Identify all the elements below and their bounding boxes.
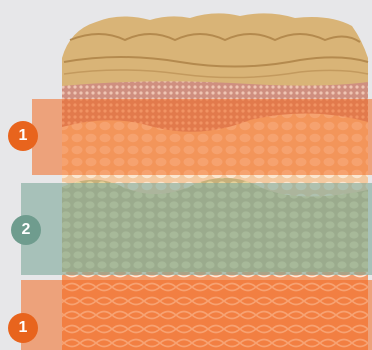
- lower-band: [21, 280, 372, 350]
- middle-band: [21, 183, 372, 275]
- layer-badge-middle: 2: [11, 215, 41, 245]
- layer-badge-bottom: 1: [8, 313, 38, 343]
- layer-badge-top: 1: [8, 121, 38, 151]
- outer-band: [32, 99, 372, 175]
